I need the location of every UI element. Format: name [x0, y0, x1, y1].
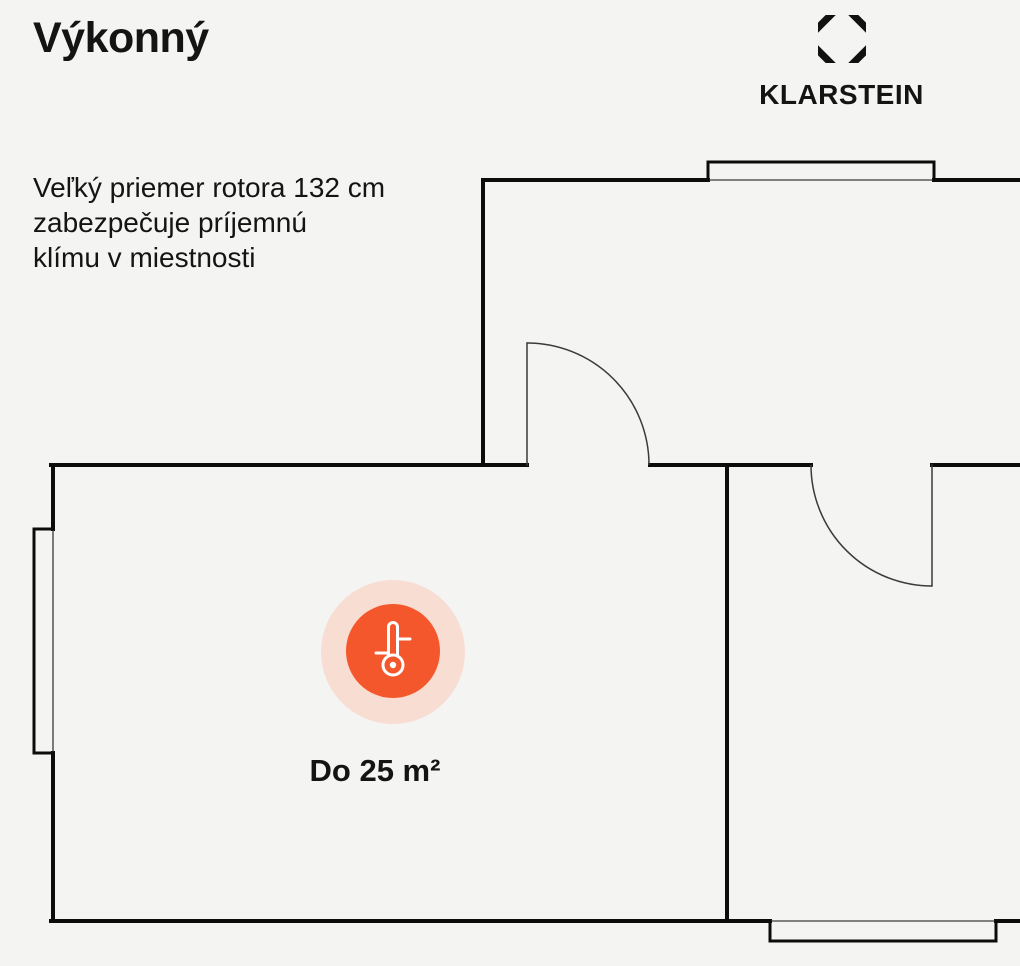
thermometer-bulb-dot	[389, 661, 397, 669]
description-text: Veľký priemer rotora 132 cm zabezpečuje …	[33, 170, 385, 275]
page-title: Výkonný	[33, 14, 209, 62]
door-top-swing-arc	[526, 342, 650, 466]
description-line-2: zabezpečuje príjemnú	[33, 207, 307, 238]
thermometer-icon	[374, 621, 412, 677]
door-right-swing-arc	[810, 464, 933, 587]
description-line-3: klímu v miestnosti	[33, 242, 256, 273]
window-top-frame	[706, 160, 936, 182]
window-left-frame	[32, 527, 55, 755]
brand-name: KLARSTEIN	[759, 79, 924, 110]
wall-left-room	[49, 463, 1020, 923]
thermometer-stem	[387, 621, 399, 657]
description-line-1: Veľký priemer rotora 132 cm	[33, 172, 386, 203]
heat-marker-circle	[346, 604, 440, 698]
logo-corner-bottom-right	[847, 45, 866, 63]
wall-top-room	[481, 178, 1020, 467]
klarstein-diamond-icon	[817, 15, 866, 63]
area-label: Do 25 m²	[309, 753, 441, 788]
thermometer-bulb	[381, 653, 405, 677]
brand-block: KLARSTEIN	[740, 15, 943, 111]
logo-corner-top-left	[817, 15, 836, 33]
logo-corner-bottom-left	[817, 45, 836, 63]
logo-corner-top-right	[847, 15, 866, 33]
heat-marker	[321, 580, 465, 724]
window-bottom-frame	[768, 919, 998, 943]
